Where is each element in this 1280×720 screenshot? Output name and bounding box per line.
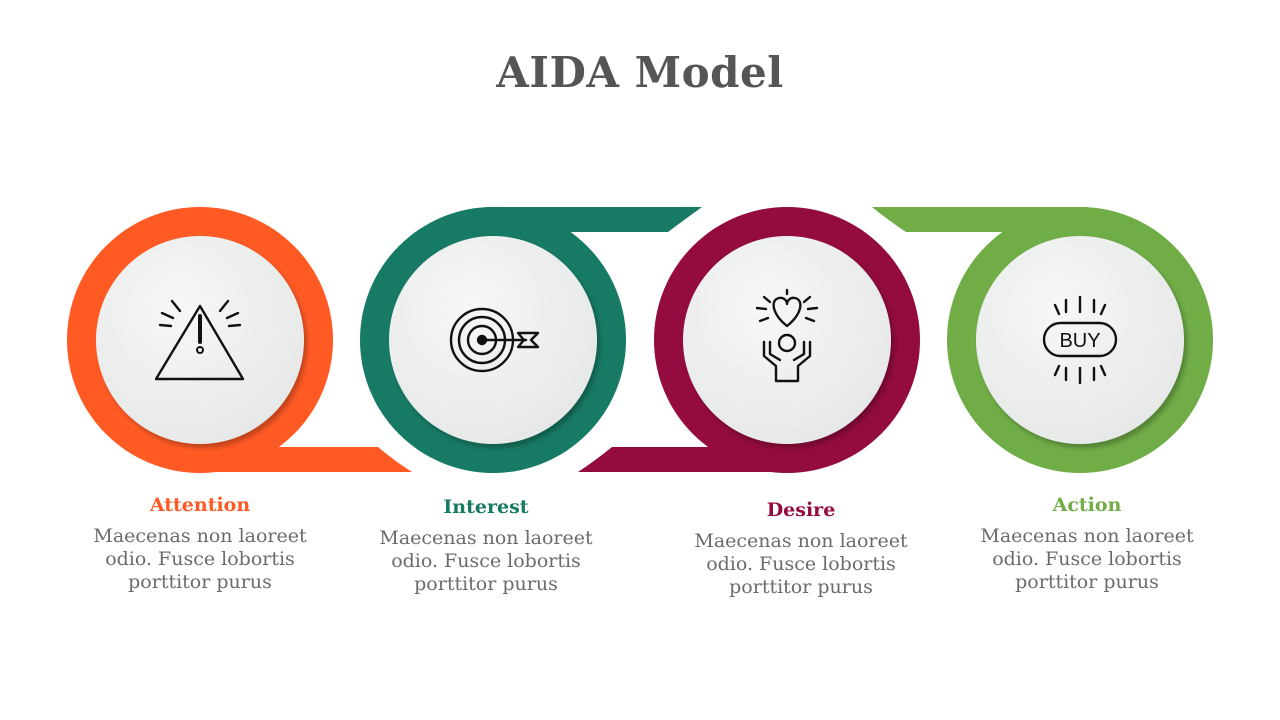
heart-hands-icon <box>755 288 819 383</box>
action-connector <box>872 207 1088 232</box>
target-icon <box>449 307 540 373</box>
stage-label-action: Action <box>1052 494 1122 516</box>
stage-description-attention: Maecenas non laoreet odio. Fusce loborti… <box>93 525 307 593</box>
stage-label-desire: Desire <box>766 499 836 521</box>
stage-description-desire: Maecenas non laoreet odio. Fusce loborti… <box>694 530 908 598</box>
desire-inner-circle <box>683 236 891 444</box>
stage-interest <box>360 207 702 473</box>
stage-attention <box>67 207 412 473</box>
page-title: AIDA Model <box>496 48 784 97</box>
stage-label-attention: Attention <box>149 494 251 516</box>
buy-icon-text: BUY <box>1059 330 1100 352</box>
stage-desire <box>578 207 920 473</box>
stage-description-interest: Maecenas non laoreet odio. Fusce loborti… <box>379 527 593 595</box>
stage-label-interest: Interest <box>443 496 529 518</box>
buy-icon <box>1042 295 1118 385</box>
stage-action: BUY <box>872 207 1213 473</box>
action-inner-circle <box>976 236 1184 444</box>
stage-description-action: Maecenas non laoreet odio. Fusce loborti… <box>980 525 1194 593</box>
interest-connector <box>485 207 702 232</box>
warning-icon <box>154 299 245 381</box>
